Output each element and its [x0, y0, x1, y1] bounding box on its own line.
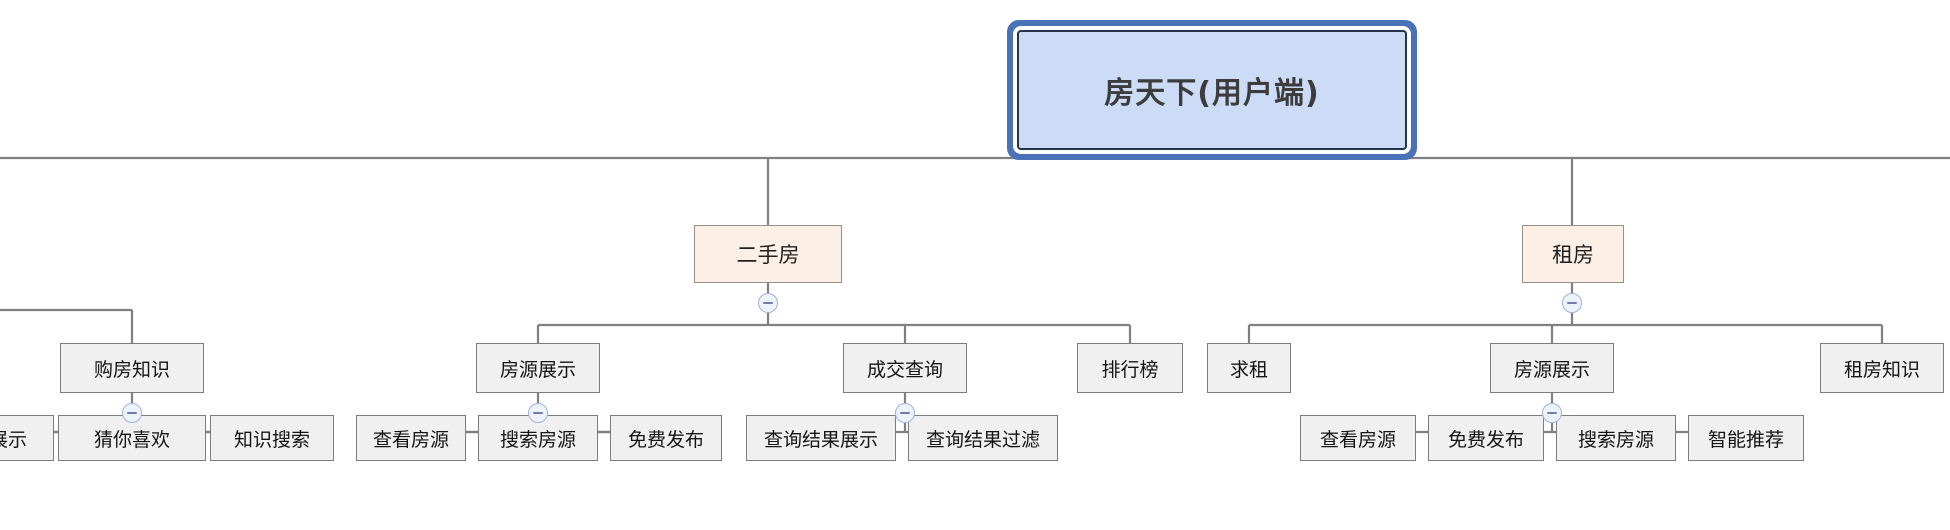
node-chengjiaochaxun[interactable]: 成交查询	[843, 343, 967, 393]
leaf-mianfeifabu-zufang[interactable]: 免费发布	[1428, 415, 1544, 461]
toggle-collapse-ershoufang[interactable]	[758, 293, 778, 313]
toggle-collapse-chengjiaochaxun[interactable]	[895, 403, 915, 423]
leaf-chakanfangyuan-ershou[interactable]: 查看房源	[356, 415, 466, 461]
node-paihangbang[interactable]: 排行榜	[1077, 343, 1183, 393]
leaf-chakanfangyuan-zufang[interactable]: 查看房源	[1300, 415, 1416, 461]
leaf-mianfeifabu-ershou[interactable]: 免费发布	[610, 415, 722, 461]
leaf-zhinengtuijian[interactable]: 智能推荐	[1688, 415, 1804, 461]
toggle-collapse-fangyuanzhanshi-zufang[interactable]	[1542, 403, 1562, 423]
node-zufangzhishi[interactable]: 租房知识	[1820, 343, 1944, 393]
node-goufangzhishi[interactable]: 购房知识	[60, 343, 204, 393]
toggle-collapse-goufangzhishi[interactable]	[122, 403, 142, 423]
leaf-chaxunjieguozhanshi[interactable]: 查询结果展示	[746, 415, 896, 461]
node-ershoufang[interactable]: 二手房	[694, 225, 842, 283]
leaf-chaxunjieguoguolv[interactable]: 查询结果过滤	[908, 415, 1058, 461]
leaf-zhanshi[interactable]: 展示	[0, 415, 54, 461]
toggle-collapse-zufang[interactable]	[1562, 293, 1582, 313]
leaf-sousuofangyuan-zufang[interactable]: 搜索房源	[1556, 415, 1676, 461]
root-node[interactable]: 房天下(用户端)	[1017, 30, 1407, 150]
leaf-zhishisousuo[interactable]: 知识搜索	[210, 415, 334, 461]
toggle-collapse-fangyuanzhanshi-ershou[interactable]	[528, 403, 548, 423]
node-qiuzu[interactable]: 求租	[1207, 343, 1291, 393]
node-zufang[interactable]: 租房	[1522, 225, 1624, 283]
node-fangyuanzhanshi-zufang[interactable]: 房源展示	[1490, 343, 1614, 393]
node-fangyuanzhanshi-ershou[interactable]: 房源展示	[476, 343, 600, 393]
